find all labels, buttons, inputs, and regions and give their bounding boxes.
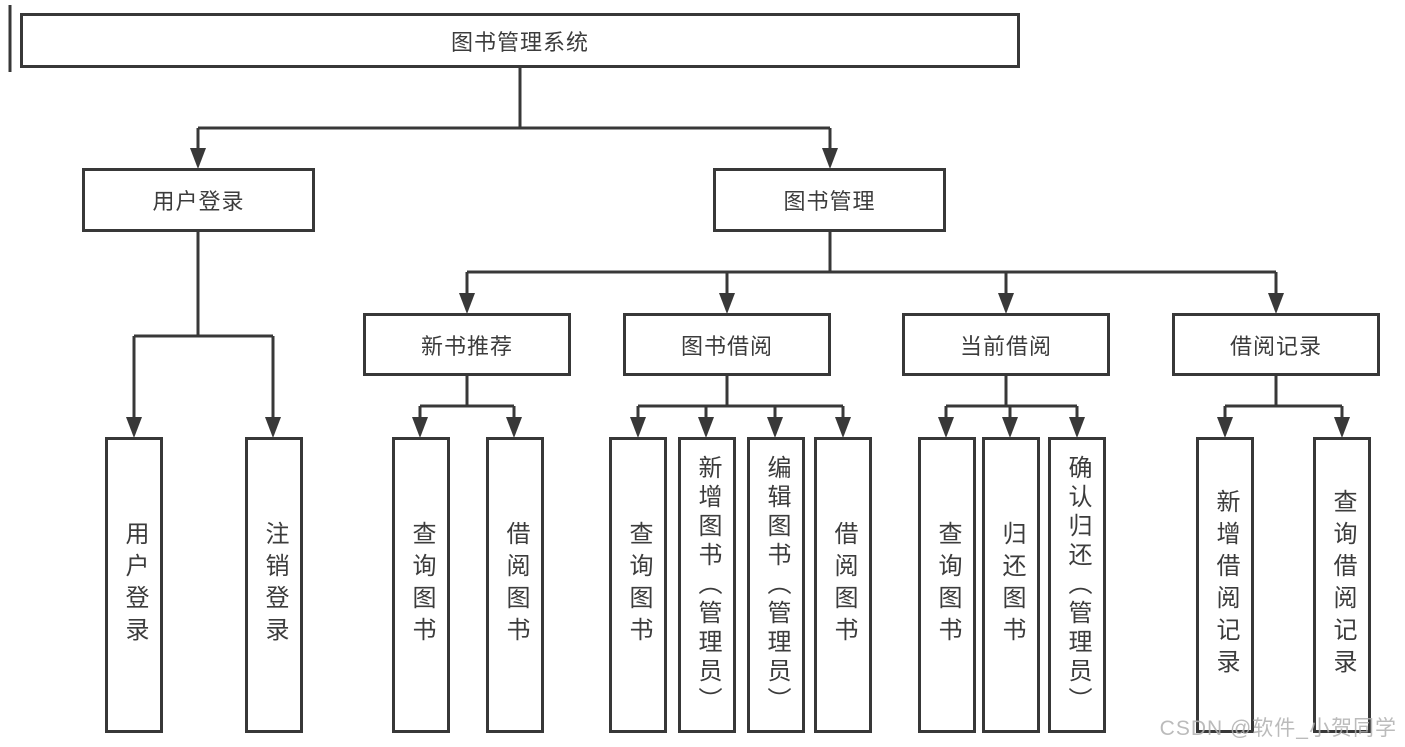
arrowhead <box>1334 417 1350 438</box>
leaf-borrow-books: 借阅图书 <box>814 437 872 733</box>
leaf-query-books-borrow: 查询图书 <box>609 437 667 733</box>
node-label: 借阅图书 <box>502 521 529 649</box>
leaf-logout: 注销登录 <box>245 437 303 733</box>
connector-user-login-split <box>132 232 275 420</box>
node-label: 借阅记录 <box>1229 333 1322 359</box>
node-label: 用户登录 <box>152 189 245 214</box>
arrowhead <box>1268 293 1284 314</box>
leaf-add-borrow-record: 新增借阅记录 <box>1196 437 1254 733</box>
connector-current-borrow-split <box>944 376 1079 420</box>
leaf-query-books-current: 查询图书 <box>918 437 976 733</box>
arrowhead <box>1069 417 1085 438</box>
node-borrow-records: 借阅记录 <box>1172 313 1380 376</box>
leaf-edit-books-admin: 编辑图书（管理员） <box>747 437 805 733</box>
arrowhead <box>126 417 142 438</box>
connector-new-book-split <box>418 376 516 420</box>
arrowhead <box>767 417 783 438</box>
arrowhead <box>412 417 428 438</box>
connector-book-borrow-split <box>636 376 845 420</box>
leaf-add-books-admin: 新增图书（管理员） <box>678 437 736 733</box>
node-label: 查询图书 <box>934 521 961 649</box>
arrowhead <box>938 417 954 438</box>
leaf-confirm-return-admin: 确认归还（管理员） <box>1048 437 1106 733</box>
leaf-query-borrow-record: 查询借阅记录 <box>1313 437 1371 733</box>
node-root: 图书管理系统 <box>20 13 1020 68</box>
node-label: 注销登录 <box>261 521 288 649</box>
node-label: 查询借阅记录 <box>1329 489 1356 681</box>
csdn-watermark: CSDN @软件_小贺同学 <box>1159 717 1397 740</box>
node-label: 新书推荐 <box>420 333 513 359</box>
arrowhead <box>835 417 851 438</box>
node-label: 用户登录 <box>121 521 148 649</box>
node-label: 编辑图书（管理员） <box>763 454 790 716</box>
connector-borrow-records-split <box>1223 376 1344 420</box>
node-label: 确认归还（管理员） <box>1064 454 1091 716</box>
arrowhead <box>630 417 646 438</box>
node-user-login: 用户登录 <box>82 168 315 232</box>
connector-root-split <box>196 68 832 151</box>
node-label: 归还图书 <box>998 521 1025 649</box>
arrowhead <box>265 417 281 438</box>
arrowhead <box>1002 417 1018 438</box>
arrowhead <box>719 293 735 314</box>
arrowhead <box>998 293 1014 314</box>
node-label: 查询图书 <box>408 521 435 649</box>
node-new-book-recommend: 新书推荐 <box>363 313 571 376</box>
node-current-borrow: 当前借阅 <box>902 313 1110 376</box>
arrowhead <box>822 148 838 169</box>
node-label: 图书管理系统 <box>450 29 589 55</box>
arrowhead <box>1217 417 1233 438</box>
arrowhead <box>698 417 714 438</box>
leaf-return-books: 归还图书 <box>982 437 1040 733</box>
arrowhead <box>459 293 475 314</box>
node-book-borrow: 图书借阅 <box>623 313 831 376</box>
node-label: 图书借阅 <box>680 333 773 359</box>
arrowhead <box>506 417 522 438</box>
node-label: 新增图书（管理员） <box>694 454 721 716</box>
leaf-user-login: 用户登录 <box>105 437 163 733</box>
node-label: 查询图书 <box>625 521 652 649</box>
node-label: 图书管理 <box>783 189 876 214</box>
node-label: 新增借阅记录 <box>1212 489 1239 681</box>
node-book-management: 图书管理 <box>713 168 946 232</box>
node-label: 借阅图书 <box>830 521 857 649</box>
connector-book-mgmt-split <box>465 231 1278 296</box>
node-label: 当前借阅 <box>959 333 1052 359</box>
leaf-query-books-recommend: 查询图书 <box>392 437 450 733</box>
leaf-borrow-books-recommend: 借阅图书 <box>486 437 544 733</box>
arrowhead <box>190 148 206 169</box>
